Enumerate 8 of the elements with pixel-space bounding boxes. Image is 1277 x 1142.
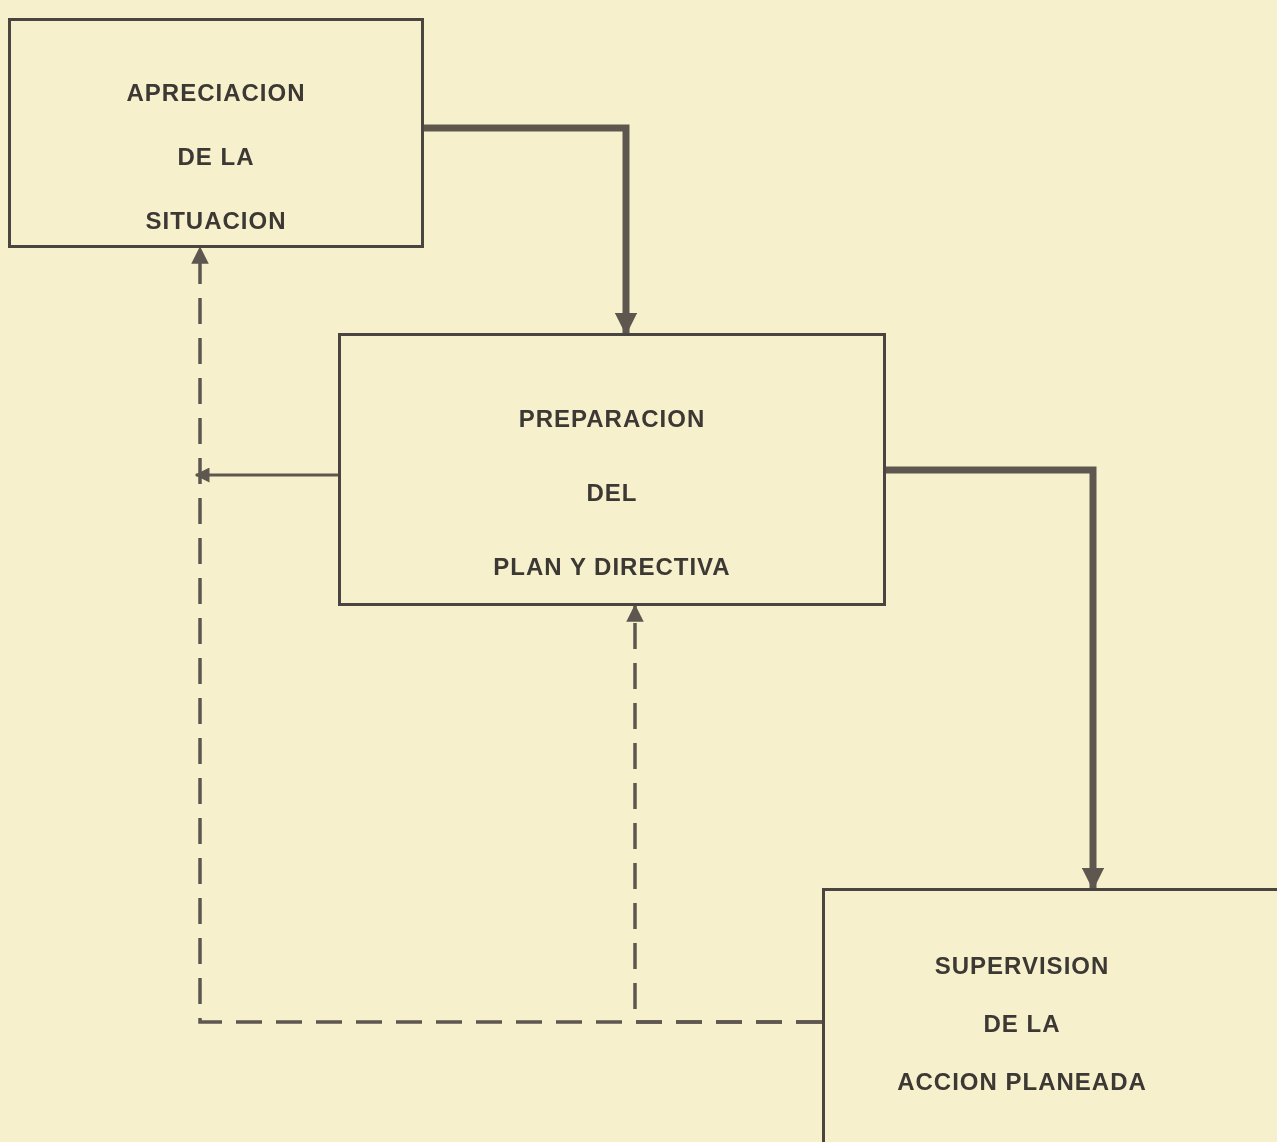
process-box bbox=[822, 888, 1277, 1142]
arrow bbox=[194, 467, 338, 483]
process-box bbox=[338, 333, 886, 606]
box-title: PREPARACION DEL PLAN Y DIRECTIVA bbox=[492, 404, 732, 582]
box-title: APRECIACION DE LA SITUACION bbox=[125, 78, 307, 236]
arrow bbox=[626, 604, 822, 1024]
box-title: SUPERVISION DE LA ACCION PLANEADA bbox=[896, 951, 1148, 1097]
process-box bbox=[8, 18, 424, 248]
